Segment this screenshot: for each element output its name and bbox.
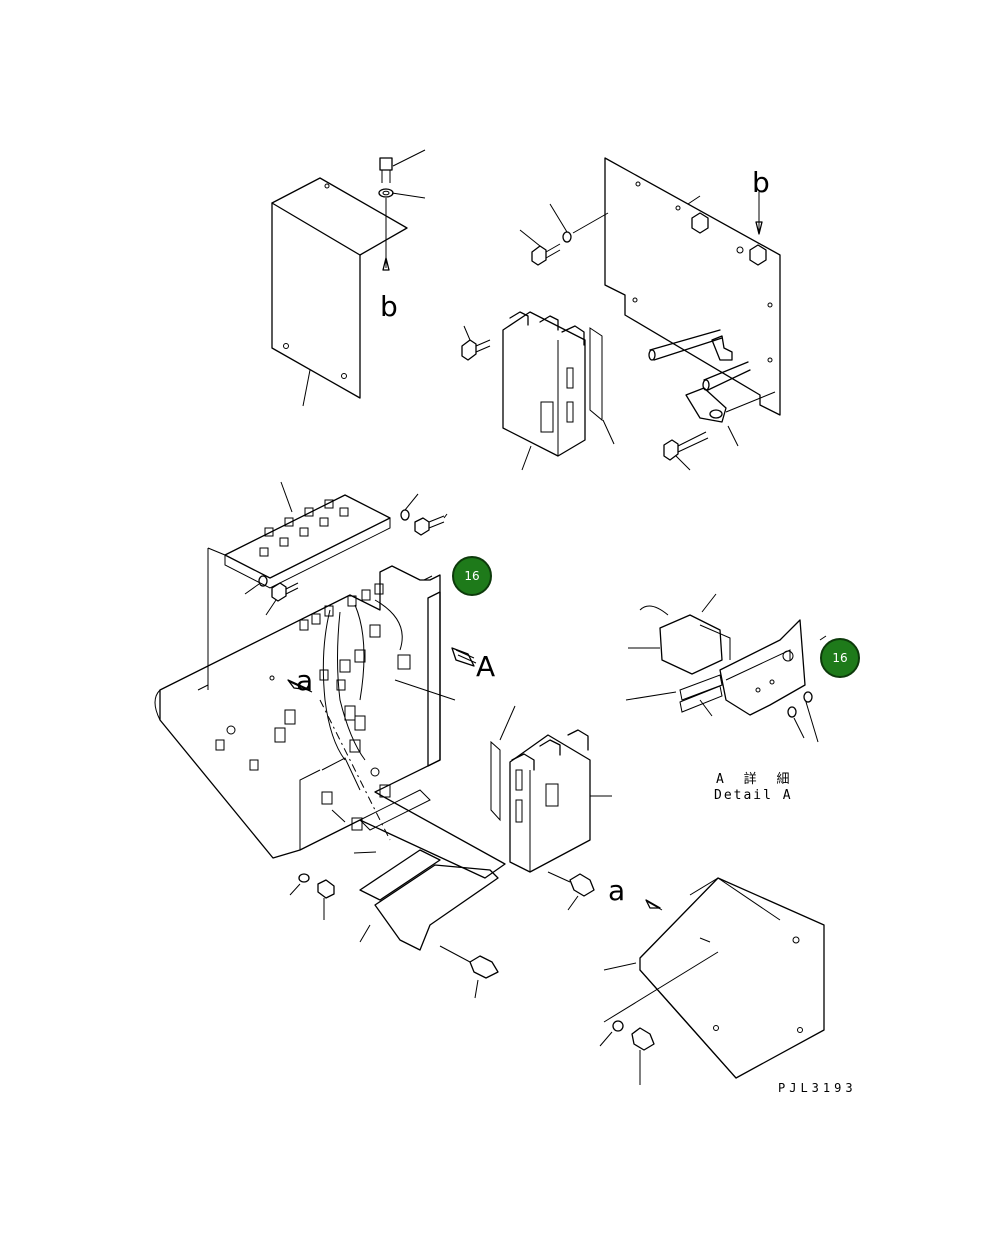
callout-badge-16-detail[interactable]: 16 bbox=[820, 638, 860, 678]
view-label-a-left: a bbox=[296, 664, 314, 697]
main-panel-assembly bbox=[154, 481, 506, 999]
view-label-A-arrow: A bbox=[476, 650, 496, 683]
drawing-number: PJL3193 bbox=[778, 1081, 857, 1095]
bottom-right-cover bbox=[599, 877, 825, 1085]
detail-a-assembly bbox=[625, 593, 827, 743]
detail-a-caption-english: Detail A bbox=[714, 788, 793, 803]
middle-controller-unit bbox=[490, 705, 612, 911]
top-cover-assembly bbox=[271, 149, 426, 407]
top-right-plate-assembly bbox=[519, 157, 781, 471]
callout-badge-16-main[interactable]: 16 bbox=[452, 556, 492, 596]
top-controller-unit bbox=[461, 311, 615, 471]
view-label-a-right: a bbox=[608, 874, 626, 907]
view-label-b-top: b bbox=[752, 166, 770, 199]
view-label-b-arrow: b bbox=[380, 290, 398, 323]
detail-a-caption-japanese: A 詳 細 bbox=[716, 772, 796, 787]
